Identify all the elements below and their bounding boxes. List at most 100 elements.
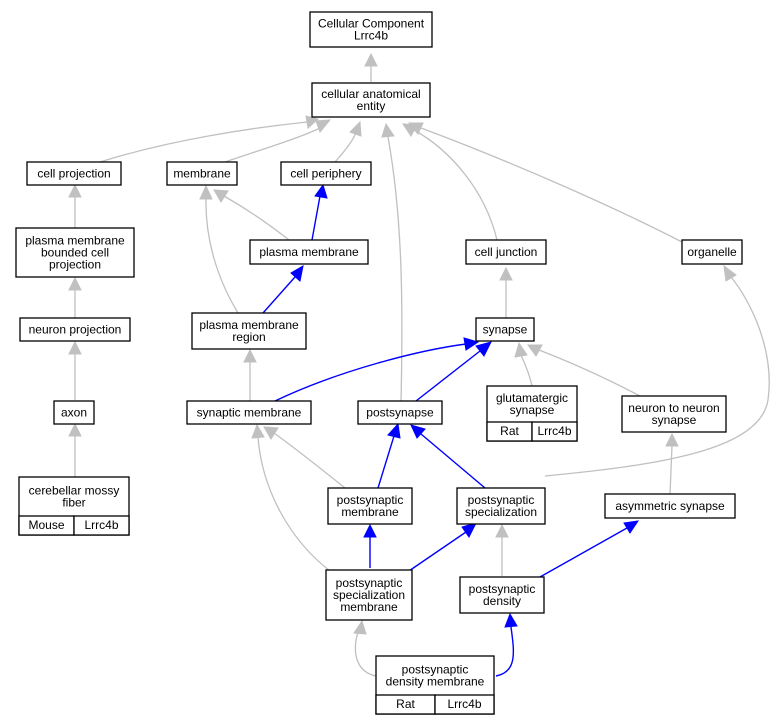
node-label-line: postsynaptic (469, 582, 536, 596)
node-box (325, 569, 413, 621)
node-label-line: Cellular Component (318, 17, 425, 31)
node-label-line: synapse (483, 323, 528, 337)
edge-asym-n2n (669, 445, 673, 495)
node-label-line: region (232, 330, 265, 344)
arrowhead-icon (499, 266, 513, 281)
node-box (621, 395, 727, 433)
arrowhead-icon (495, 523, 509, 538)
edge-postsyn-synapse (415, 350, 481, 402)
node-box (465, 239, 547, 265)
node-label-line: cerebellar mossy (29, 484, 120, 498)
edge-psd-asym (539, 527, 628, 578)
node-box (459, 576, 545, 614)
node-box (53, 400, 95, 425)
node-label-line: fiber (62, 496, 85, 510)
arrowhead-icon (363, 523, 377, 538)
node-box (19, 317, 131, 342)
species-tag: Mouse (28, 518, 64, 532)
node-synaptic-membrane[interactable]: synaptic membrane (186, 400, 312, 425)
arrowhead-icon (623, 520, 640, 534)
edge-psspec-postsyn (420, 433, 486, 489)
arrowhead-icon (251, 423, 265, 439)
node-label-line: plasma membrane (199, 318, 299, 332)
arrowhead-icon (243, 348, 257, 363)
node-box (475, 317, 535, 342)
node-neuron-projection[interactable]: neuron projection (19, 317, 131, 342)
node-box (327, 487, 413, 525)
node-synapse[interactable]: synapse (475, 317, 535, 342)
arrowhead-icon (475, 341, 492, 357)
node-label-line: neuron projection (29, 323, 122, 337)
edge-psdm-pssm (354, 631, 377, 677)
node-label-line: density (483, 594, 521, 608)
edge-psspec-organelle (544, 276, 770, 477)
node-label-line: Lrrc4b (354, 29, 388, 43)
node-label-line: synapse (652, 413, 697, 427)
node-label-line: projection (49, 258, 101, 272)
edge-celljunc-cae (413, 129, 498, 241)
node-label-line: membrane (173, 167, 231, 181)
node-axon[interactable]: axon (53, 400, 95, 425)
edge-synmem-synapse (274, 343, 467, 402)
node-label-line: axon (61, 406, 87, 420)
node-label-line: postsynaptic (402, 663, 469, 677)
node-box (280, 161, 372, 186)
node-label-line: synapse (510, 403, 555, 417)
arrowhead-icon (68, 183, 82, 198)
node-cell-junction[interactable]: cell junction (465, 239, 547, 265)
node-box (604, 493, 736, 519)
node-label-line: density membrane (386, 675, 485, 689)
node-label-line: entity (357, 99, 386, 113)
node-label-line: postsynaptic (336, 576, 403, 590)
node-label-line: cellular anatomical (321, 87, 420, 101)
node-box (357, 400, 443, 425)
arrowhead-icon (381, 122, 395, 138)
node-membrane[interactable]: membrane (166, 161, 238, 186)
arrowhead-icon (410, 424, 426, 439)
edge-pmr-membrane (205, 197, 239, 314)
node-label-line: organelle (687, 245, 737, 259)
gene-tag-box (434, 694, 495, 715)
node-organelle[interactable]: organelle (681, 239, 743, 265)
edges (68, 52, 770, 677)
node-cell-periphery[interactable]: cell periphery (280, 161, 372, 186)
arrowhead-icon (527, 344, 543, 357)
gene-tag-box (531, 421, 578, 442)
node-box (191, 312, 307, 350)
node-box (26, 161, 122, 186)
edge-organelle-cae (420, 127, 683, 243)
node-box (186, 400, 312, 425)
edge-pm-membrane (223, 195, 290, 241)
edge-pssm-synmem (257, 436, 331, 572)
node-label-line: postsynaptic (337, 493, 404, 507)
species-tag: Rat (396, 697, 415, 711)
node-postsynapse[interactable]: postsynapse (357, 400, 443, 425)
node-cell-projection[interactable]: cell projection (26, 161, 122, 186)
node-label-line: specialization (465, 505, 537, 519)
arrowhead-icon (315, 119, 332, 133)
node-plasma-membrane[interactable]: plasma membrane (249, 239, 369, 265)
node-asymmetric-synapse[interactable]: asymmetric synapse (604, 493, 736, 519)
arrowhead-icon (461, 522, 477, 538)
edge-n2n-synapse (538, 349, 641, 397)
arrowhead-icon (68, 422, 82, 437)
node-box (15, 227, 135, 278)
node-label-line: neuron to neuron (628, 401, 719, 415)
arrowhead-icon (504, 612, 518, 628)
